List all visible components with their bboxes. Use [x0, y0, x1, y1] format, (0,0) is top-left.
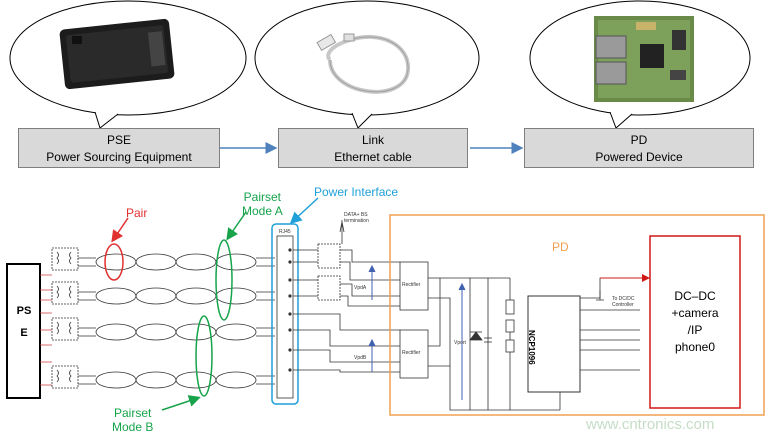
- pair-label: Pair: [126, 206, 148, 220]
- load-line-1: DC–DC: [674, 289, 716, 303]
- pse-block-label: PSE: [16, 305, 32, 339]
- pairset-b-label: Pairset Mode B: [112, 406, 153, 434]
- pd-frame: [389, 214, 765, 416]
- pairset-a-line1: Pairset: [243, 190, 282, 204]
- pairset-b-highlight: [195, 315, 213, 397]
- load-box-text: DC–DC +camera /IP phone0: [650, 288, 740, 356]
- pse-transformers: [51, 247, 79, 389]
- pse-block: [6, 263, 41, 399]
- data-note: DATA+ BS termination: [344, 212, 369, 224]
- rectifier-b-label: Rectifier: [402, 350, 421, 356]
- pd-box-subtitle: Powered Device: [595, 150, 683, 164]
- ncp1096-chip: [527, 295, 581, 393]
- input-components: [469, 299, 515, 353]
- link-box-title: Link: [361, 133, 384, 147]
- pairset-a-highlight: [215, 239, 233, 321]
- vpd-b-label: VpdB: [354, 355, 367, 361]
- pse-box-subtitle: Power Sourcing Equipment: [46, 150, 192, 164]
- pd-box: PD Powered Device: [524, 128, 754, 168]
- watermark: www.cntronics.com: [586, 416, 715, 433]
- link-box: Link Ethernet cable: [278, 128, 468, 168]
- pd-board-image: [594, 16, 694, 102]
- pairset-b-arrow: [161, 395, 201, 411]
- pse-box-title: PSE: [106, 133, 131, 147]
- load-line-4: phone0: [674, 340, 716, 354]
- rj45-connector: [276, 235, 294, 399]
- pd-frame-label: PD: [552, 240, 569, 254]
- vpd-arrows: [368, 264, 466, 400]
- ic-label: NCP1096: [527, 330, 536, 365]
- rectifier-blocks: [399, 261, 429, 379]
- vport-label: Vport: [454, 340, 466, 346]
- power-interface-label: Power Interface: [314, 185, 399, 199]
- load-line-3: /IP: [687, 323, 703, 337]
- dcdc-note: To DC/DC Controller: [612, 296, 635, 308]
- pairset-a-arrow: [226, 211, 247, 241]
- ethernet-cable-image: [316, 33, 411, 94]
- pair-arrow: [111, 217, 129, 243]
- pairset-a-line2: Mode A: [242, 204, 283, 218]
- pse-box: PSE Power Sourcing Equipment: [18, 128, 220, 168]
- load-line-2: +camera: [671, 306, 719, 320]
- load-box: [649, 235, 741, 409]
- vpd-a-label: VpdA: [354, 285, 367, 291]
- pairset-b-line2: Mode B: [112, 420, 154, 434]
- pairset-a-label: Pairset Mode A: [242, 190, 283, 218]
- pair-highlight: [104, 243, 124, 281]
- rectifier-a-label: Rectifier: [402, 282, 421, 288]
- pse-output-lines: [40, 274, 52, 386]
- bubble-link: [254, 0, 480, 129]
- link-box-subtitle: Ethernet cable: [334, 150, 412, 164]
- pd-box-title: PD: [630, 133, 648, 147]
- power-interface-arrow: [289, 197, 319, 225]
- load-feed-arrow: [642, 274, 650, 282]
- pairset-b-line1: Pairset: [114, 406, 152, 420]
- pse-adapter-image: [59, 18, 175, 90]
- rj45-label: RJ45: [279, 229, 291, 235]
- pd-side-wiring: [293, 220, 400, 373]
